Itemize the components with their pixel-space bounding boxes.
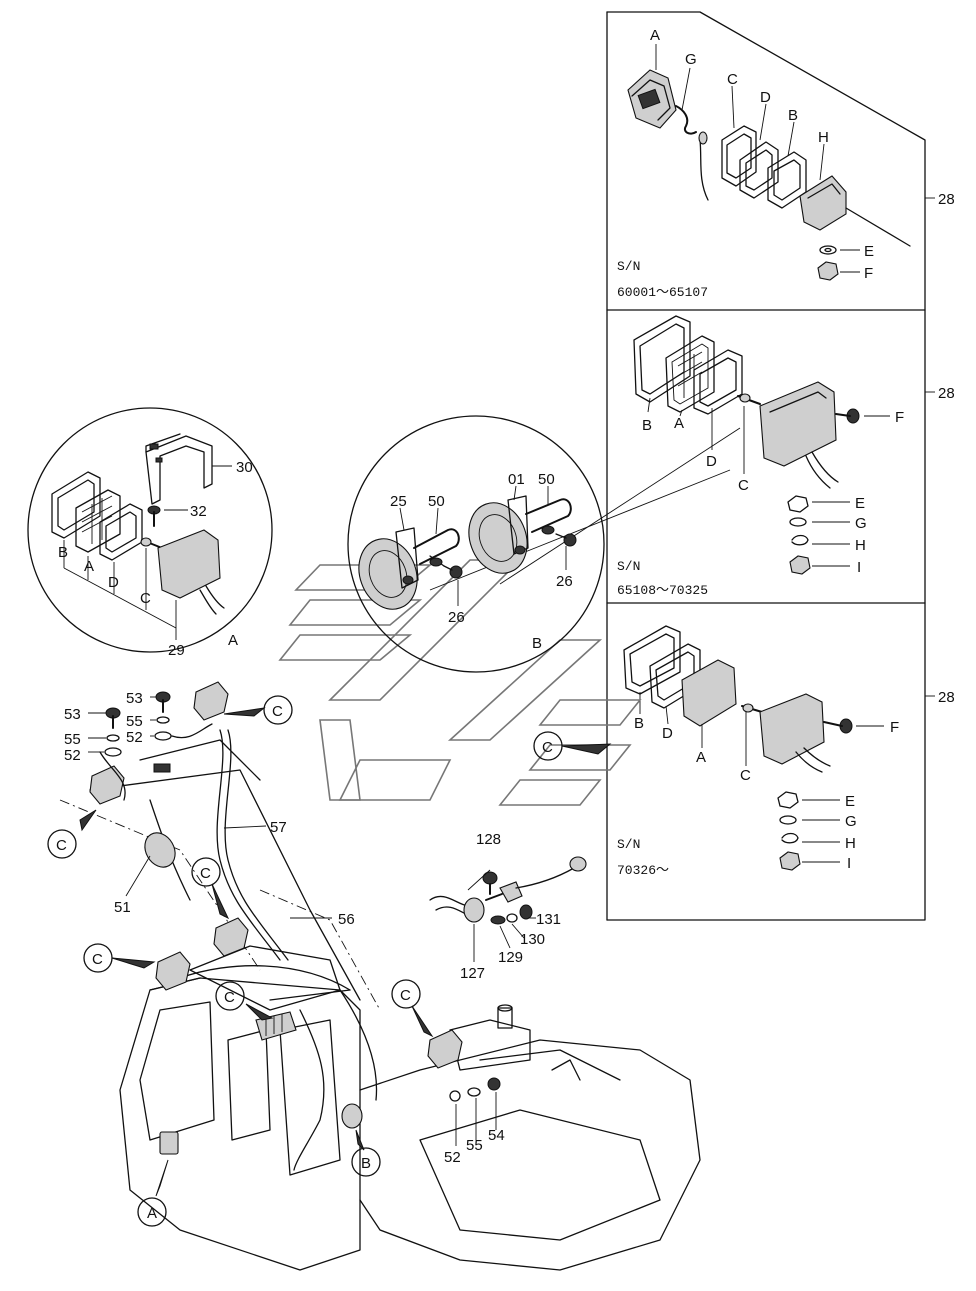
part-29: 29 [168, 642, 185, 659]
part-55: 55 [466, 1137, 483, 1154]
callout-letters: C C C C C C C A B [56, 703, 553, 1222]
sn-prefix: S/N [617, 559, 640, 574]
machine-body [59, 729, 701, 1271]
detail-b [347, 415, 605, 673]
sn-range: 60001～65107 [617, 285, 708, 300]
label-c: C [140, 590, 151, 607]
beacon-assembly [429, 856, 587, 925]
label-a: A [696, 749, 706, 766]
part-51: 51 [114, 899, 131, 916]
main-leaders [88, 696, 536, 1146]
label-h: H [845, 835, 856, 852]
callout-circles [47, 695, 563, 1227]
sn-range: 70326～ [617, 863, 669, 878]
label-g: G [855, 515, 867, 532]
label-d: D [760, 89, 771, 106]
part-52: 52 [64, 747, 81, 764]
sn-prefix: S/N [617, 837, 640, 852]
callout-c-5: C [224, 989, 235, 1006]
label-f: F [895, 409, 904, 426]
label-h: H [855, 537, 866, 554]
callout-c-3: C [200, 865, 211, 882]
part-30: 30 [236, 459, 253, 476]
label-b: B [58, 544, 68, 561]
callout-c-4: C [92, 951, 103, 968]
callout-c-1: C [272, 703, 283, 720]
panel-3-labels: B D A C F E G H I 28 S/N 70326～ [617, 689, 955, 878]
connector-lines [429, 427, 741, 591]
label-e: E [855, 495, 865, 512]
part-129: 129 [498, 949, 523, 966]
main-part-labels: 53 53 55 55 52 52 57 51 56 128 131 130 1… [64, 690, 561, 1166]
detail-a-labels: 30 32 B A D C 29 A [58, 459, 253, 659]
label-c: C [740, 767, 751, 784]
label-a: A [650, 27, 660, 44]
callout-pointers [79, 707, 612, 1197]
panel-1 [627, 44, 935, 281]
panel-1-labels: A G C D B H E F 28 S/N 60001～65107 [617, 27, 955, 300]
panel-frame [606, 11, 926, 921]
part-54: 54 [488, 1127, 505, 1144]
ref-28: 28 [938, 385, 955, 402]
callout-a: A [147, 1205, 157, 1222]
watermark-logo [278, 559, 642, 806]
label-f: F [864, 265, 873, 282]
label-f: F [890, 719, 899, 736]
label-c: C [727, 71, 738, 88]
part-55: 55 [64, 731, 81, 748]
detail-b-title: B [532, 635, 542, 652]
label-a: A [84, 558, 94, 575]
part-26: 26 [448, 609, 465, 626]
label-c: C [738, 477, 749, 494]
panel-2-labels: B A D C F E G H I 28 S/N 65108～70325 [617, 385, 955, 598]
part-52: 52 [126, 729, 143, 746]
part-127: 127 [460, 965, 485, 982]
label-e: E [864, 243, 874, 260]
label-d: D [108, 574, 119, 591]
label-d: D [662, 725, 673, 742]
label-a: A [674, 415, 684, 432]
label-e: E [845, 793, 855, 810]
part-55: 55 [126, 713, 143, 730]
part-26: 26 [556, 573, 573, 590]
ref-28: 28 [938, 689, 955, 706]
callout-c-2: C [56, 837, 67, 854]
label-d: D [706, 453, 717, 470]
part-131: 131 [536, 911, 561, 928]
sn-range: 65108～70325 [617, 583, 708, 598]
part-57: 57 [270, 819, 287, 836]
part-53: 53 [64, 706, 81, 723]
callout-c-7: C [542, 739, 553, 756]
part-130: 130 [520, 931, 545, 948]
label-b: B [788, 107, 798, 124]
part-50: 50 [538, 471, 555, 488]
part-53: 53 [126, 690, 143, 707]
part-32: 32 [190, 503, 207, 520]
detail-a-title: A [228, 632, 238, 649]
part-01: 01 [508, 471, 525, 488]
part-52: 52 [444, 1149, 461, 1166]
part-56: 56 [338, 911, 355, 928]
panel-3 [623, 625, 935, 871]
part-50: 50 [428, 493, 445, 510]
callout-c-6: C [400, 987, 411, 1004]
label-g: G [685, 51, 697, 68]
work-lamps [89, 681, 463, 1155]
panel-2 [633, 315, 935, 575]
main-hardware [99, 691, 501, 1102]
label-b: B [642, 417, 652, 434]
part-25: 25 [390, 493, 407, 510]
callout-b: B [361, 1155, 371, 1172]
label-i: I [847, 855, 851, 872]
part-128: 128 [476, 831, 501, 848]
sn-prefix: S/N [617, 259, 640, 274]
label-i: I [857, 559, 861, 576]
label-b: B [634, 715, 644, 732]
detail-b-labels: 25 50 01 50 26 26 B [390, 471, 573, 652]
detail-a [27, 407, 273, 653]
ref-28: 28 [938, 191, 955, 208]
label-g: G [845, 813, 857, 830]
label-h: H [818, 129, 829, 146]
